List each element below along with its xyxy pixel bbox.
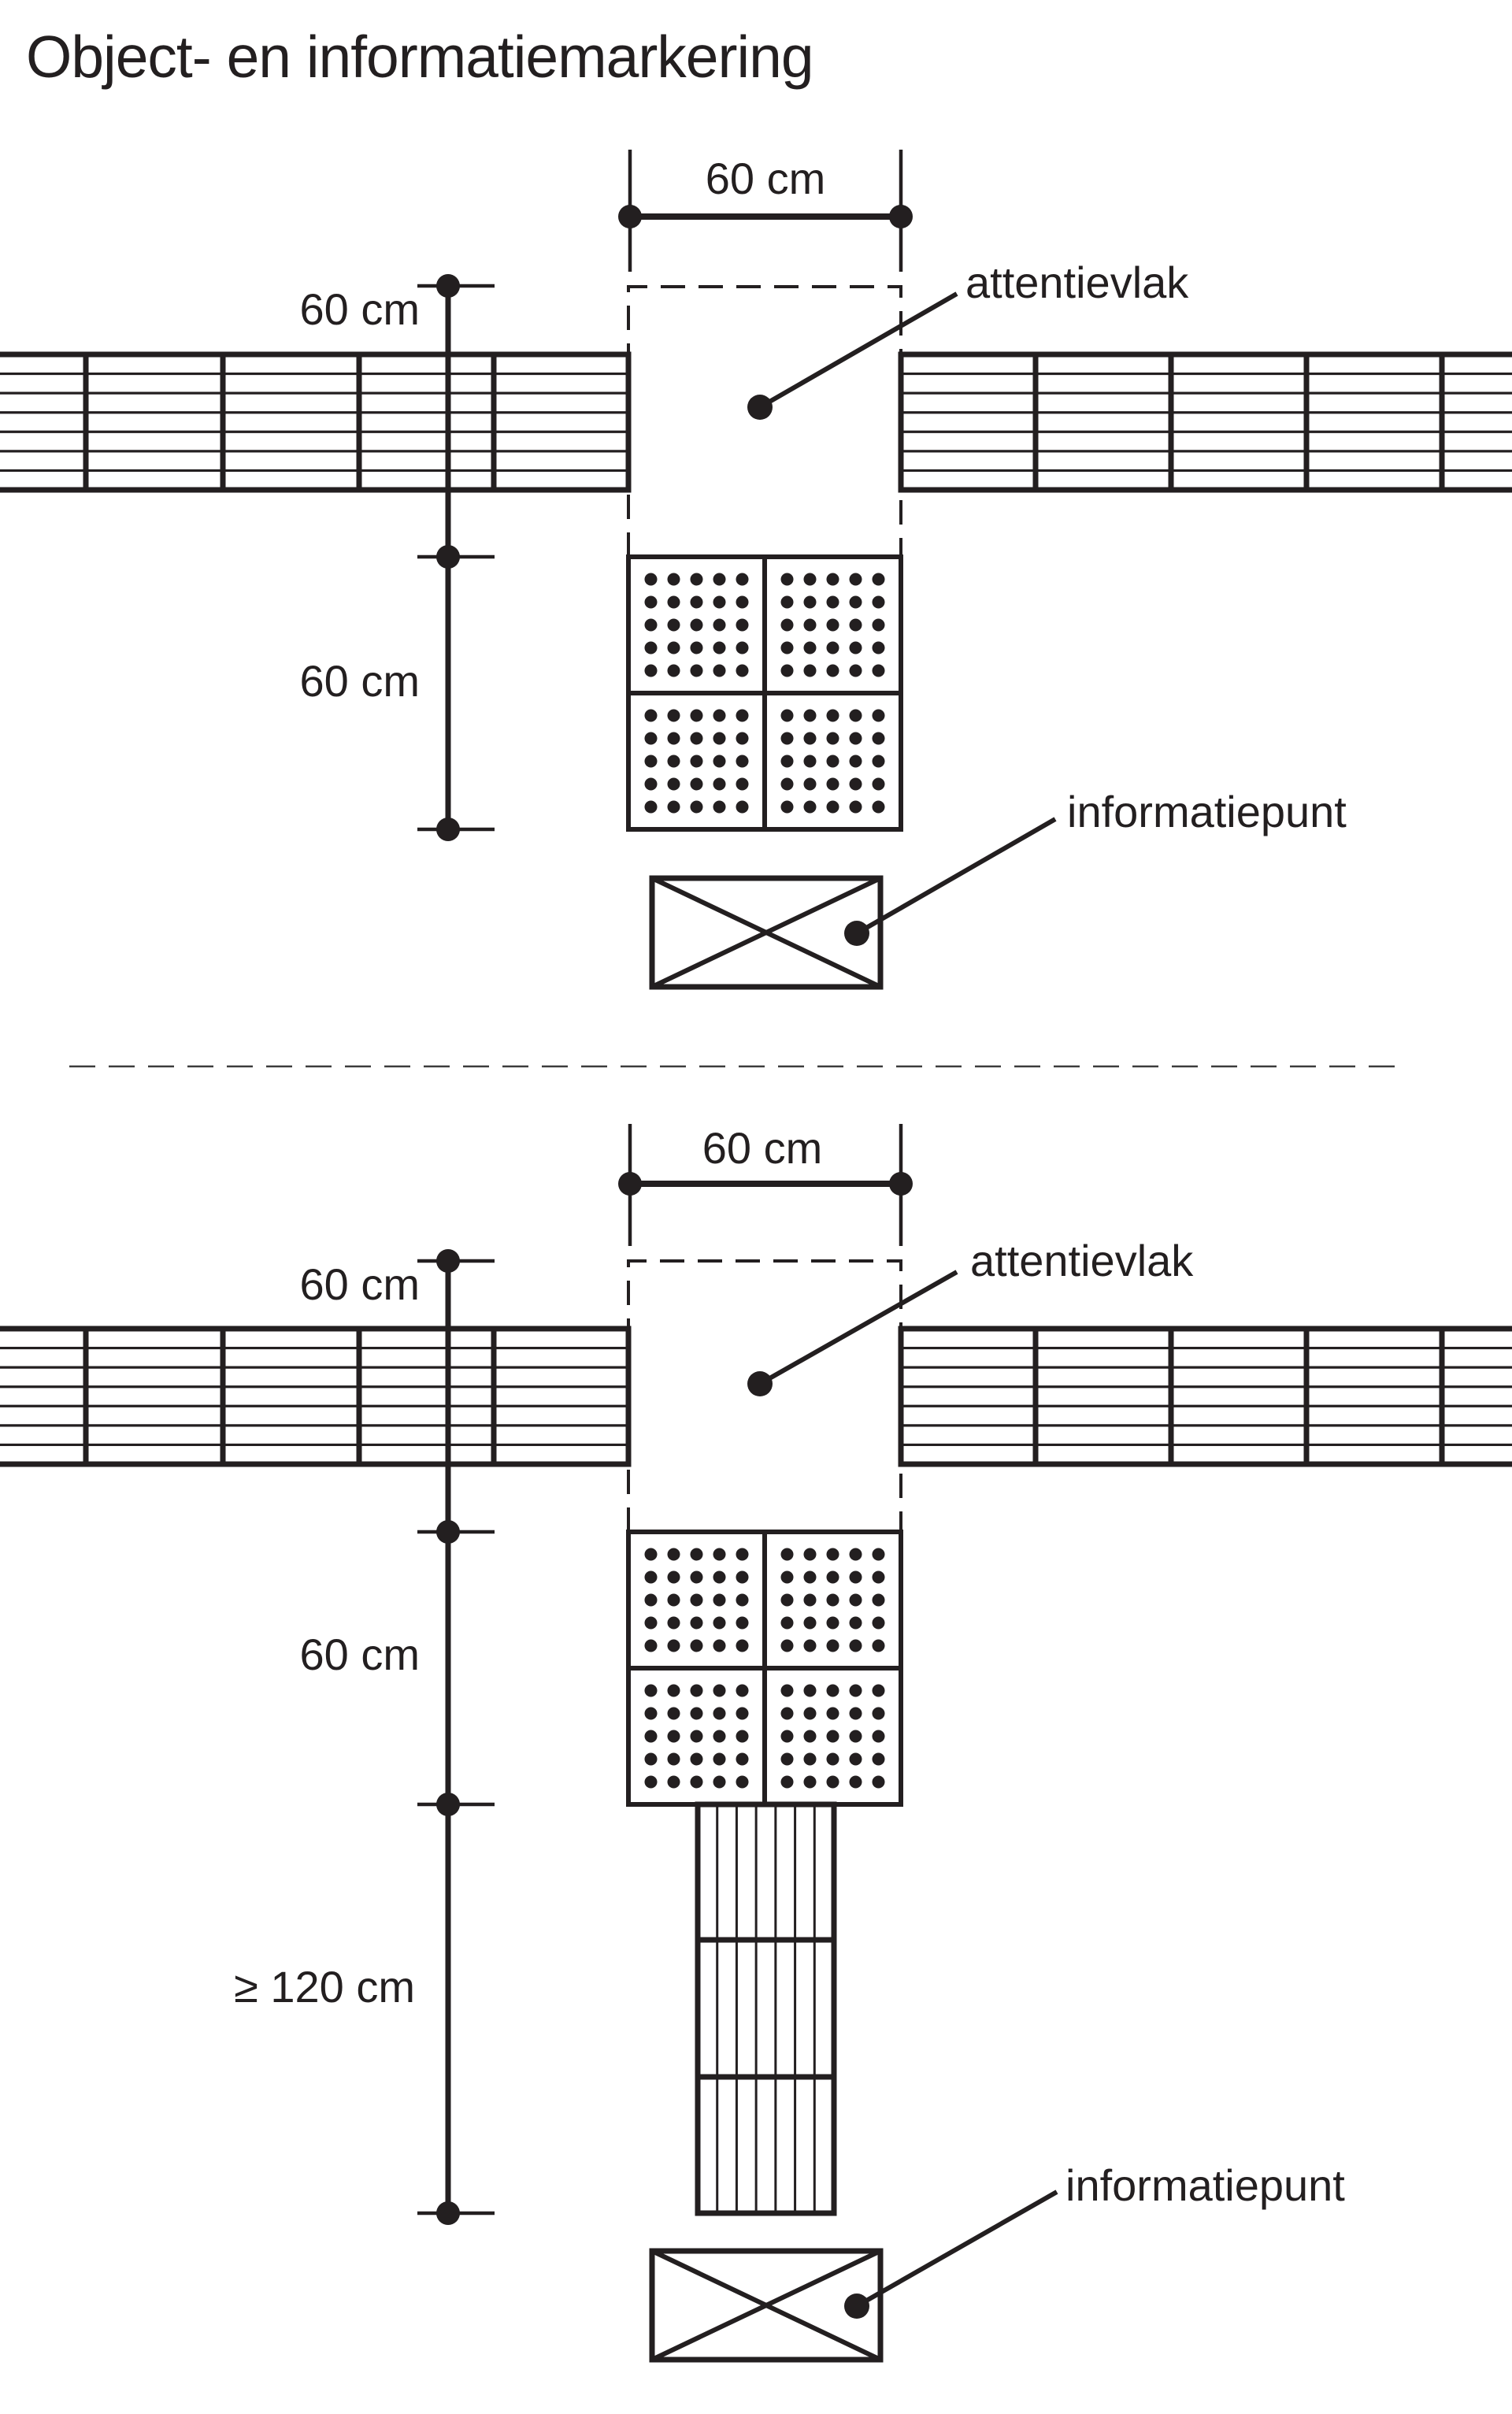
- dim-label-bottom-width: 60 cm: [702, 1123, 823, 1173]
- dim-label-bottom-upper: 60 cm: [300, 1259, 421, 1309]
- dim-label-bottom-lower: ≥ 120 cm: [234, 1962, 415, 2012]
- label-attentievlak-bottom: attentievlak: [970, 1236, 1194, 1285]
- dim-label-top-upper: 60 cm: [300, 284, 421, 334]
- label-informatiepunt-top: informatiepunt: [1067, 787, 1347, 836]
- dim-label-top-lower: 60 cm: [300, 656, 421, 706]
- page-title: Object- en informatiemarkering: [26, 24, 813, 90]
- dim-label-top-width: 60 cm: [706, 154, 826, 203]
- dim-label-bottom-middle: 60 cm: [300, 1630, 421, 1679]
- label-attentievlak-top: attentievlak: [965, 258, 1189, 307]
- bottom-diagram: [0, 1124, 1512, 2363]
- diagram-geometry: [0, 150, 1512, 2363]
- label-informatiepunt-bottom: informatiepunt: [1065, 2160, 1345, 2210]
- diagram-labels: Object- en informatiemarkering 60 cm 60 …: [26, 24, 1347, 2210]
- top-diagram: [0, 150, 1512, 990]
